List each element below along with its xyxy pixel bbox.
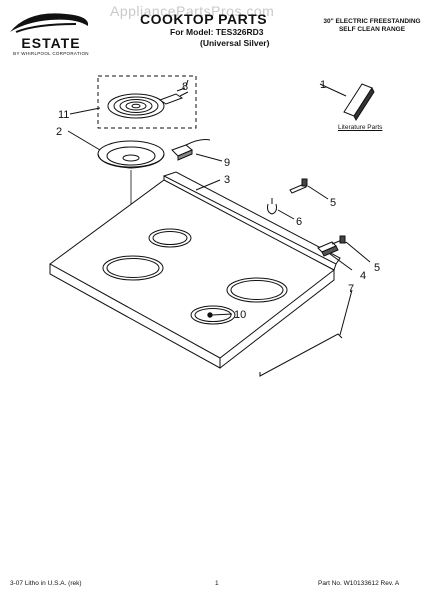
description-line-1: 30" ELECTRIC FREESTANDING — [323, 18, 421, 25]
footer-litho: 3-07 Litho in U.S.A. (rek) — [10, 580, 82, 587]
callout-10: 10 — [234, 309, 246, 321]
page-title: COOKTOP PARTS — [140, 11, 268, 27]
description-line-2: SELF CLEAN RANGE — [338, 26, 406, 33]
upper-screw — [289, 178, 308, 194]
callout-9: 9 — [224, 157, 230, 169]
watermark: AppliancePartsPros.com — [110, 3, 275, 19]
cooktop-main — [49, 171, 341, 369]
variant-line: (Universal Silver) — [200, 38, 270, 48]
surface-element-box — [97, 75, 197, 129]
literature-parts-label: Literature Parts — [338, 124, 383, 131]
callout-4: 4 — [360, 270, 366, 282]
literature-booklet — [319, 83, 375, 122]
brand-logo — [6, 8, 92, 58]
callout-7: 7 — [348, 283, 354, 295]
callout-5b: 5 — [374, 262, 380, 274]
cooktop-screw — [207, 312, 213, 318]
callout-8: 8 — [182, 81, 188, 93]
logo-swoosh-icon — [10, 13, 89, 33]
brand-subtitle: BY WHIRLPOOL CORPORATION — [13, 51, 89, 56]
callout-5a: 5 — [330, 197, 336, 209]
brand-name: ESTATE — [21, 35, 81, 51]
callout-6: 6 — [296, 216, 302, 228]
support-rod — [259, 333, 343, 377]
callout-numbers: 1 2 3 4 5 5 6 7 8 9 10 11 — [56, 79, 380, 321]
product-description: 30" ELECTRIC FREESTANDING SELF CLEAN RAN… — [316, 18, 428, 34]
callout-2: 2 — [56, 126, 62, 138]
callout-11: 11 — [58, 109, 69, 121]
drip-bowl — [97, 140, 165, 169]
surface-element-coil — [107, 79, 189, 119]
footer-page-number: 1 — [215, 580, 219, 587]
model-line: For Model: TES326RD3 — [170, 27, 264, 37]
terminal-block — [171, 139, 211, 161]
mounting-bracket — [317, 235, 347, 257]
spring-clip — [267, 198, 277, 215]
footer-part-number: Part No. W10133612 Rev. A — [318, 580, 400, 587]
callout-1: 1 — [320, 79, 326, 91]
callout-3: 3 — [224, 174, 230, 186]
